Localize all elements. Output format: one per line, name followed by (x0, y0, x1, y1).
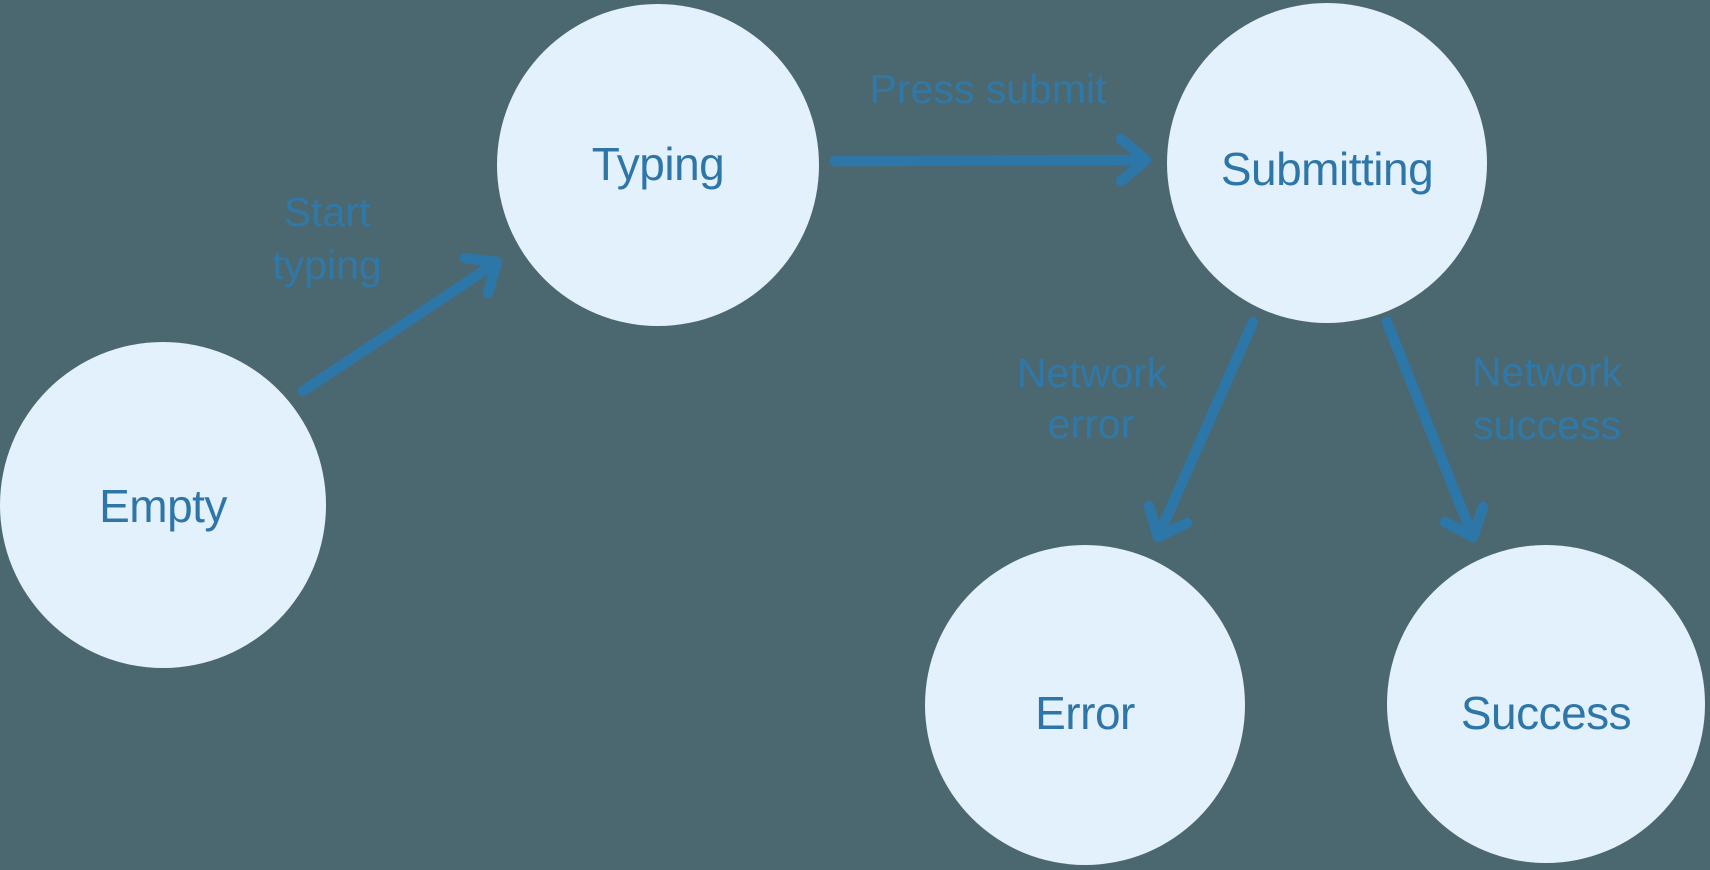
state-node-success: Success (1387, 545, 1705, 863)
arrowhead-icon (1439, 501, 1489, 543)
transition-arrow-line (1152, 316, 1259, 543)
transition-submitting-to-success: Network success (1381, 316, 1623, 543)
state-circle (925, 545, 1245, 865)
arrowhead-icon (1143, 500, 1193, 543)
transition-label: typing (272, 242, 381, 288)
arrowhead-icon (1115, 133, 1152, 187)
transition-label: success (1473, 402, 1621, 448)
state-label: Error (1035, 687, 1135, 739)
transition-empty-to-typing: Start typing (272, 189, 503, 397)
arrowhead-icon (459, 252, 503, 299)
transition-arrow-line (297, 256, 503, 397)
transition-arrow-line (829, 154, 1152, 167)
state-label: Submitting (1221, 143, 1433, 195)
transition-typing-to-submitting: Press submit (829, 66, 1152, 187)
state-label: Success (1461, 687, 1631, 739)
state-node-submitting: Submitting (1167, 3, 1487, 323)
transition-label: Network (1472, 349, 1623, 395)
transition-label: error (1048, 401, 1135, 447)
transition-submitting-to-error: Network error (1017, 316, 1259, 543)
state-node-typing: Typing (497, 4, 819, 326)
transition-label: Network (1017, 350, 1168, 396)
state-circle (1167, 3, 1487, 323)
state-node-error: Error (925, 545, 1245, 865)
transition-arrow-line (1381, 316, 1479, 543)
transition-label: Start (284, 189, 371, 235)
state-label: Empty (99, 480, 227, 532)
state-node-empty: Empty (0, 342, 326, 668)
state-label: Typing (592, 138, 725, 190)
state-circle (1387, 545, 1705, 863)
transition-label: Press submit (870, 66, 1108, 112)
state-circle (497, 4, 819, 326)
state-circle (0, 342, 326, 668)
